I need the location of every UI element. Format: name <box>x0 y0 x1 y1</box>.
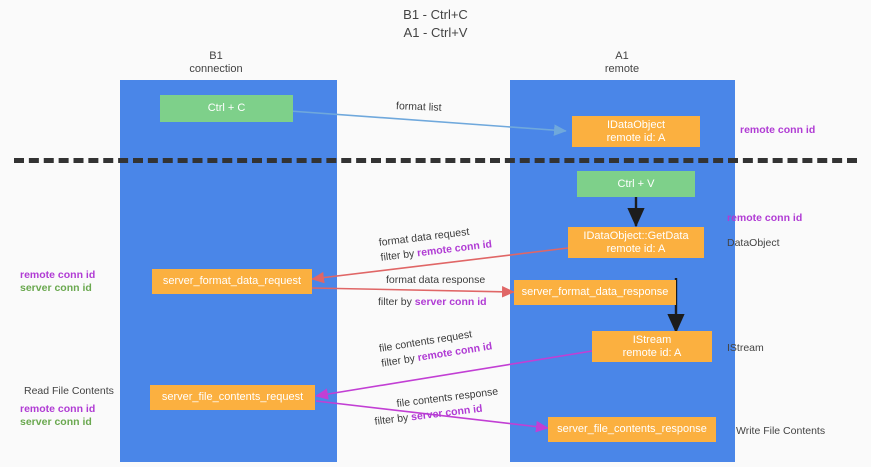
box-getdata-id: remote id: A <box>606 242 666 255</box>
box-istream-id: remote id: A <box>622 346 682 359</box>
box-idataobject[interactable]: IDataObject remote id: A <box>572 116 700 147</box>
box-server-format-data-response[interactable]: server_format_data_response <box>514 280 676 305</box>
box-server-file-contents-response-label: server_file_contents_response <box>557 423 707 435</box>
annotation-remote-conn-id-top: remote conn id <box>740 124 816 136</box>
box-server-file-contents-response[interactable]: server_file_contents_response <box>548 417 716 442</box>
box-idataobject-id: remote id: A <box>606 131 666 144</box>
annotation-dataobject: DataObject <box>727 237 780 249</box>
box-istream[interactable]: IStream remote id: A <box>592 331 712 362</box>
box-server-file-contents-request[interactable]: server_file_contents_request <box>150 385 315 410</box>
label-format-data-response-line1: format data response <box>386 274 486 286</box>
annotation-read-file-contents: Read File Contents <box>24 385 114 397</box>
annotation-left-remote-conn-id-2: remote conn id <box>20 403 96 415</box>
label-format-data-response-line2: filter by server conn id <box>378 295 487 310</box>
box-idataobject-label: IDataObject <box>606 118 666 131</box>
lane-b1-name: B1 <box>209 50 223 62</box>
annotation-remote-conn-id-mid: remote conn id <box>727 212 803 224</box>
title-line-2: A1 - Ctrl+V <box>403 25 468 40</box>
annotation-left-remote-conn-id: remote conn id <box>20 269 96 281</box>
label-format-data-response: format data response filter by server co… <box>378 273 487 310</box>
annotation-left-server-conn-id: server conn id <box>20 282 92 294</box>
label-format-data-request: format data request filter by remote con… <box>378 222 493 265</box>
lane-header-b1: B1 connection <box>152 50 280 76</box>
box-idataobject-getdata[interactable]: IDataObject::GetData remote id: A <box>568 227 704 258</box>
lane-header-a1: A1 remote <box>558 50 686 76</box>
title-line-1: B1 - Ctrl+C <box>403 7 468 22</box>
box-istream-label: IStream <box>632 333 672 346</box>
box-getdata-label: IDataObject::GetData <box>583 229 689 242</box>
box-ctrl-v[interactable]: Ctrl + V <box>577 171 695 197</box>
fdresp-filter-key: server conn id <box>414 296 487 308</box>
label-format-list: format list <box>395 100 442 114</box>
label-file-contents-request: file contents request filter by remote c… <box>378 324 493 371</box>
page-title: B1 - Ctrl+C A1 - Ctrl+V <box>0 6 871 42</box>
box-server-format-data-response-label: server_format_data_response <box>521 286 669 298</box>
phase-divider <box>14 158 857 163</box>
box-server-format-data-request-label: server_format_data_request <box>162 275 302 287</box>
lane-a1-sub: remote <box>604 63 640 75</box>
box-ctrl-v-label: Ctrl + V <box>617 177 655 190</box>
annotation-istream: IStream <box>727 342 764 354</box>
annotation-write-file-contents: Write File Contents <box>736 425 826 437</box>
box-server-file-contents-request-label: server_file_contents_request <box>161 391 304 403</box>
label-file-contents-response: file contents response filter by server … <box>372 385 501 430</box>
annotation-left-server-conn-id-2: server conn id <box>20 416 92 428</box>
fcresp-filter-pre: filter by <box>373 411 412 428</box>
box-server-format-data-request[interactable]: server_format_data_request <box>152 269 312 294</box>
fdr-filter-pre: filter by <box>379 247 418 264</box>
lane-b1-sub: connection <box>189 63 243 75</box>
box-ctrl-c[interactable]: Ctrl + C <box>160 95 293 122</box>
lane-a1-name: A1 <box>615 50 629 62</box>
fdresp-filter-pre: filter by <box>378 296 415 308</box>
box-ctrl-c-label: Ctrl + C <box>207 102 246 114</box>
